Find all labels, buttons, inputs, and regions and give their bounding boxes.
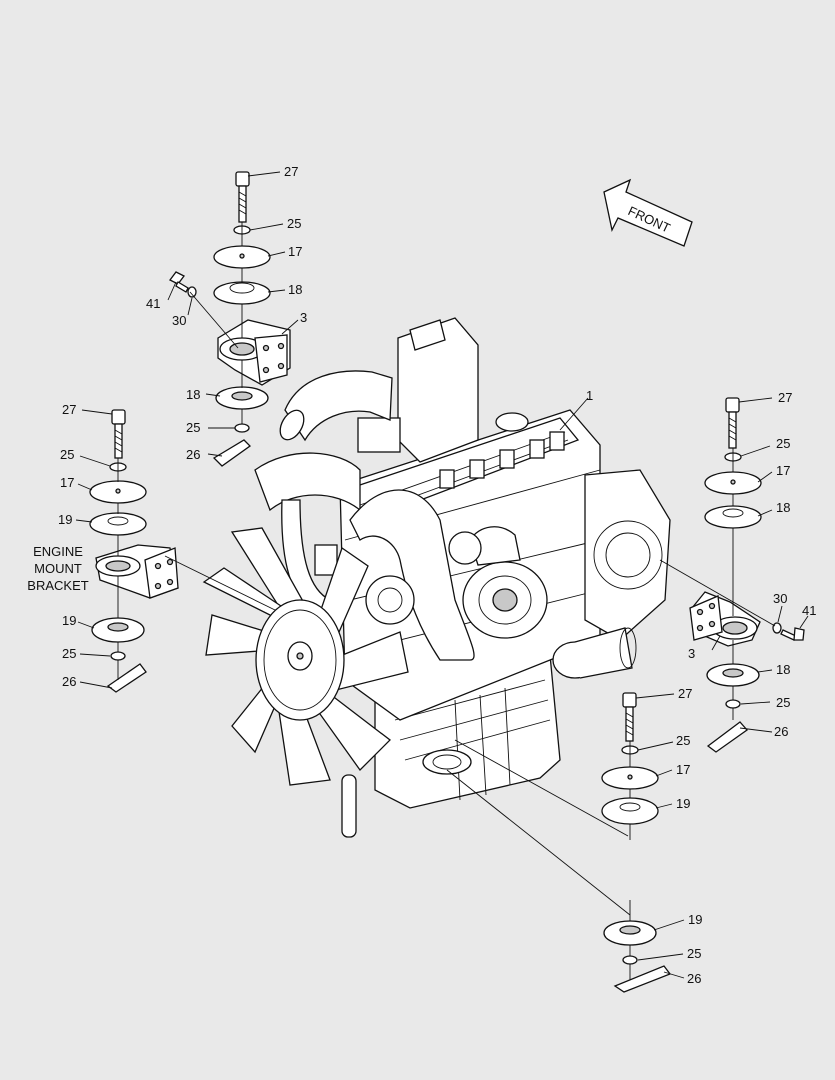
oil-filler-cap bbox=[495, 412, 529, 432]
washer-30-rr bbox=[772, 622, 782, 634]
callout-17-rr: 17 bbox=[776, 463, 790, 478]
callout-25-fr: 25 bbox=[676, 733, 690, 748]
starter-motor bbox=[552, 627, 637, 679]
injector-row bbox=[439, 431, 565, 489]
callout-numbers: 27 25 17 18 41 30 3 18 25 26 1 27 25 17 … bbox=[58, 164, 816, 986]
callout-27-rr: 27 bbox=[778, 390, 792, 405]
callout-30-rl: 30 bbox=[172, 313, 186, 328]
washer-30-rl bbox=[187, 286, 197, 298]
turbocharger bbox=[448, 526, 548, 639]
plate-26-fl bbox=[106, 663, 147, 693]
electrical-box bbox=[357, 317, 479, 463]
callout-25-fl: 25 bbox=[60, 447, 74, 462]
plate-26-rl bbox=[212, 439, 252, 467]
mount-stack-rear-left bbox=[169, 171, 291, 467]
callout-41-rr: 41 bbox=[802, 603, 816, 618]
callout-17-rl: 17 bbox=[288, 244, 302, 259]
fan-shaft bbox=[341, 774, 357, 838]
callout-30-rr: 30 bbox=[773, 591, 787, 606]
bracket-label-line-2: MOUNT bbox=[34, 561, 82, 576]
bolt-41-rl bbox=[169, 271, 189, 293]
mount-stack-rear-right bbox=[659, 397, 805, 753]
engine-assembly bbox=[202, 317, 671, 838]
callout-41-rl: 41 bbox=[146, 296, 160, 311]
bracket-3-rr bbox=[689, 591, 761, 647]
bolt-27-rr bbox=[725, 397, 740, 449]
mount-stack-front-left bbox=[89, 409, 276, 693]
callout-18-rr-upper: 18 bbox=[776, 500, 790, 515]
engine-mount-bracket bbox=[95, 544, 179, 599]
callout-1-engine: 1 bbox=[586, 388, 593, 403]
washer-25-rr-lower bbox=[725, 699, 741, 709]
front-mount-boss bbox=[422, 749, 472, 775]
bolt-27-fr bbox=[622, 692, 637, 742]
bolt-27-fl bbox=[111, 409, 126, 459]
callout-25-rl-lower: 25 bbox=[186, 420, 200, 435]
callout-27-fr: 27 bbox=[678, 686, 692, 701]
callout-3-rr: 3 bbox=[688, 646, 695, 661]
callout-leaders bbox=[75, 171, 809, 979]
front-arrow: FRONT bbox=[603, 178, 693, 247]
bolt-41-rr bbox=[780, 627, 805, 641]
callout-27-rl: 27 bbox=[284, 164, 298, 179]
bracket-3-rl bbox=[217, 319, 291, 386]
plate-26-rr bbox=[706, 721, 748, 753]
callout-19-fl-lower: 19 bbox=[62, 613, 76, 628]
callout-27-fl: 27 bbox=[62, 402, 76, 417]
callout-19-fr-lower: 19 bbox=[688, 912, 702, 927]
callout-18-rl-upper: 18 bbox=[288, 282, 302, 297]
washer-25-rl-lower bbox=[234, 423, 250, 433]
intake-pipe bbox=[254, 370, 475, 661]
bolt-27-rl bbox=[235, 171, 250, 223]
callout-26-rr: 26 bbox=[774, 724, 788, 739]
callout-26-fr: 26 bbox=[687, 971, 701, 986]
callout-3-rl: 3 bbox=[300, 310, 307, 325]
cooling-fan bbox=[202, 527, 409, 786]
callout-17-fr: 17 bbox=[676, 762, 690, 777]
engine-mount-bracket-label: ENGINE MOUNT BRACKET bbox=[27, 544, 88, 593]
washer-25-fr-lower bbox=[622, 955, 638, 965]
bracket-label-line-3: BRACKET bbox=[27, 578, 88, 593]
mount-stack-front-right bbox=[446, 692, 672, 993]
callout-25-fr-lower: 25 bbox=[687, 946, 701, 961]
callout-17-fl: 17 bbox=[60, 475, 74, 490]
callout-25-fl-lower: 25 bbox=[62, 646, 76, 661]
callout-19-fl-upper: 19 bbox=[58, 512, 72, 527]
callout-26-rl: 26 bbox=[186, 447, 200, 462]
callout-18-rl-lower: 18 bbox=[186, 387, 200, 402]
bracket-label-line-1: ENGINE bbox=[33, 544, 83, 559]
callout-18-rr-lower: 18 bbox=[776, 662, 790, 677]
callout-26-fl: 26 bbox=[62, 674, 76, 689]
alternator bbox=[314, 544, 415, 625]
callout-19-fr-upper: 19 bbox=[676, 796, 690, 811]
callout-25-rr-lower: 25 bbox=[776, 695, 790, 710]
plate-26-fr bbox=[613, 965, 672, 993]
callout-25-rr: 25 bbox=[776, 436, 790, 451]
washer-25-fl-lower bbox=[110, 651, 126, 661]
mount-19-fl-upper bbox=[89, 512, 147, 536]
callout-25-rl: 25 bbox=[287, 216, 301, 231]
